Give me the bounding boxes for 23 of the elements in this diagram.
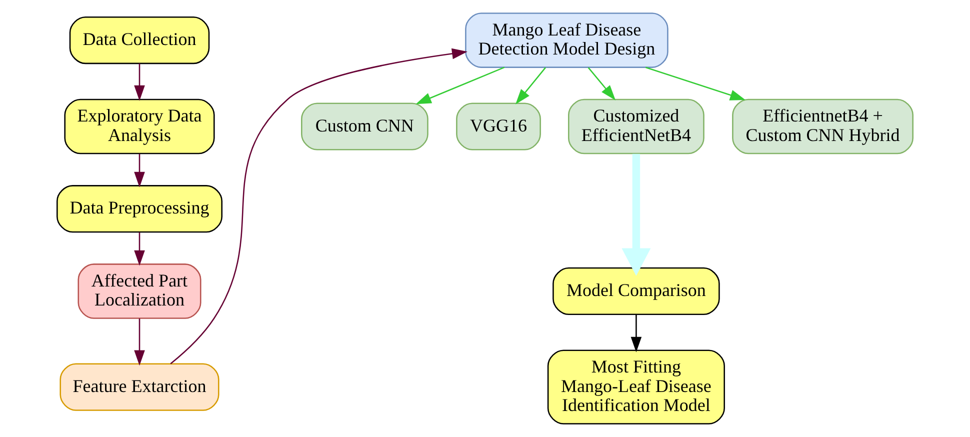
arrow (134, 64, 145, 101)
node-box: Exploratory Data Analysis (64, 98, 215, 154)
node-box: VGG16 (456, 102, 541, 150)
arrow (515, 67, 546, 104)
node-box: Feature Extarction (60, 363, 220, 411)
node-box: Mango Leaf Disease Detection Model Design (465, 12, 668, 68)
node-box: Most Fitting Mango-Leaf Disease Identification Model (547, 350, 725, 424)
arrow (630, 314, 642, 352)
node-box: Model Comparison (552, 267, 720, 315)
arrow (416, 66, 505, 104)
node-box: Custom CNN (301, 102, 428, 150)
arrow (170, 48, 468, 364)
arrow (134, 154, 145, 188)
arrow (134, 232, 145, 266)
node-box: Customized EfficientNetB4 (568, 98, 704, 154)
arrow (134, 318, 145, 366)
arrow (622, 154, 651, 276)
arrow (588, 67, 616, 100)
node-box: Data Collection (69, 16, 210, 64)
arrow (645, 66, 746, 100)
node-box: Affected Part Localization (78, 264, 202, 319)
node-box: EfficientnetB4 + Custom CNN Hybrid (732, 98, 914, 154)
node-box: Data Preprocessing (56, 185, 222, 233)
